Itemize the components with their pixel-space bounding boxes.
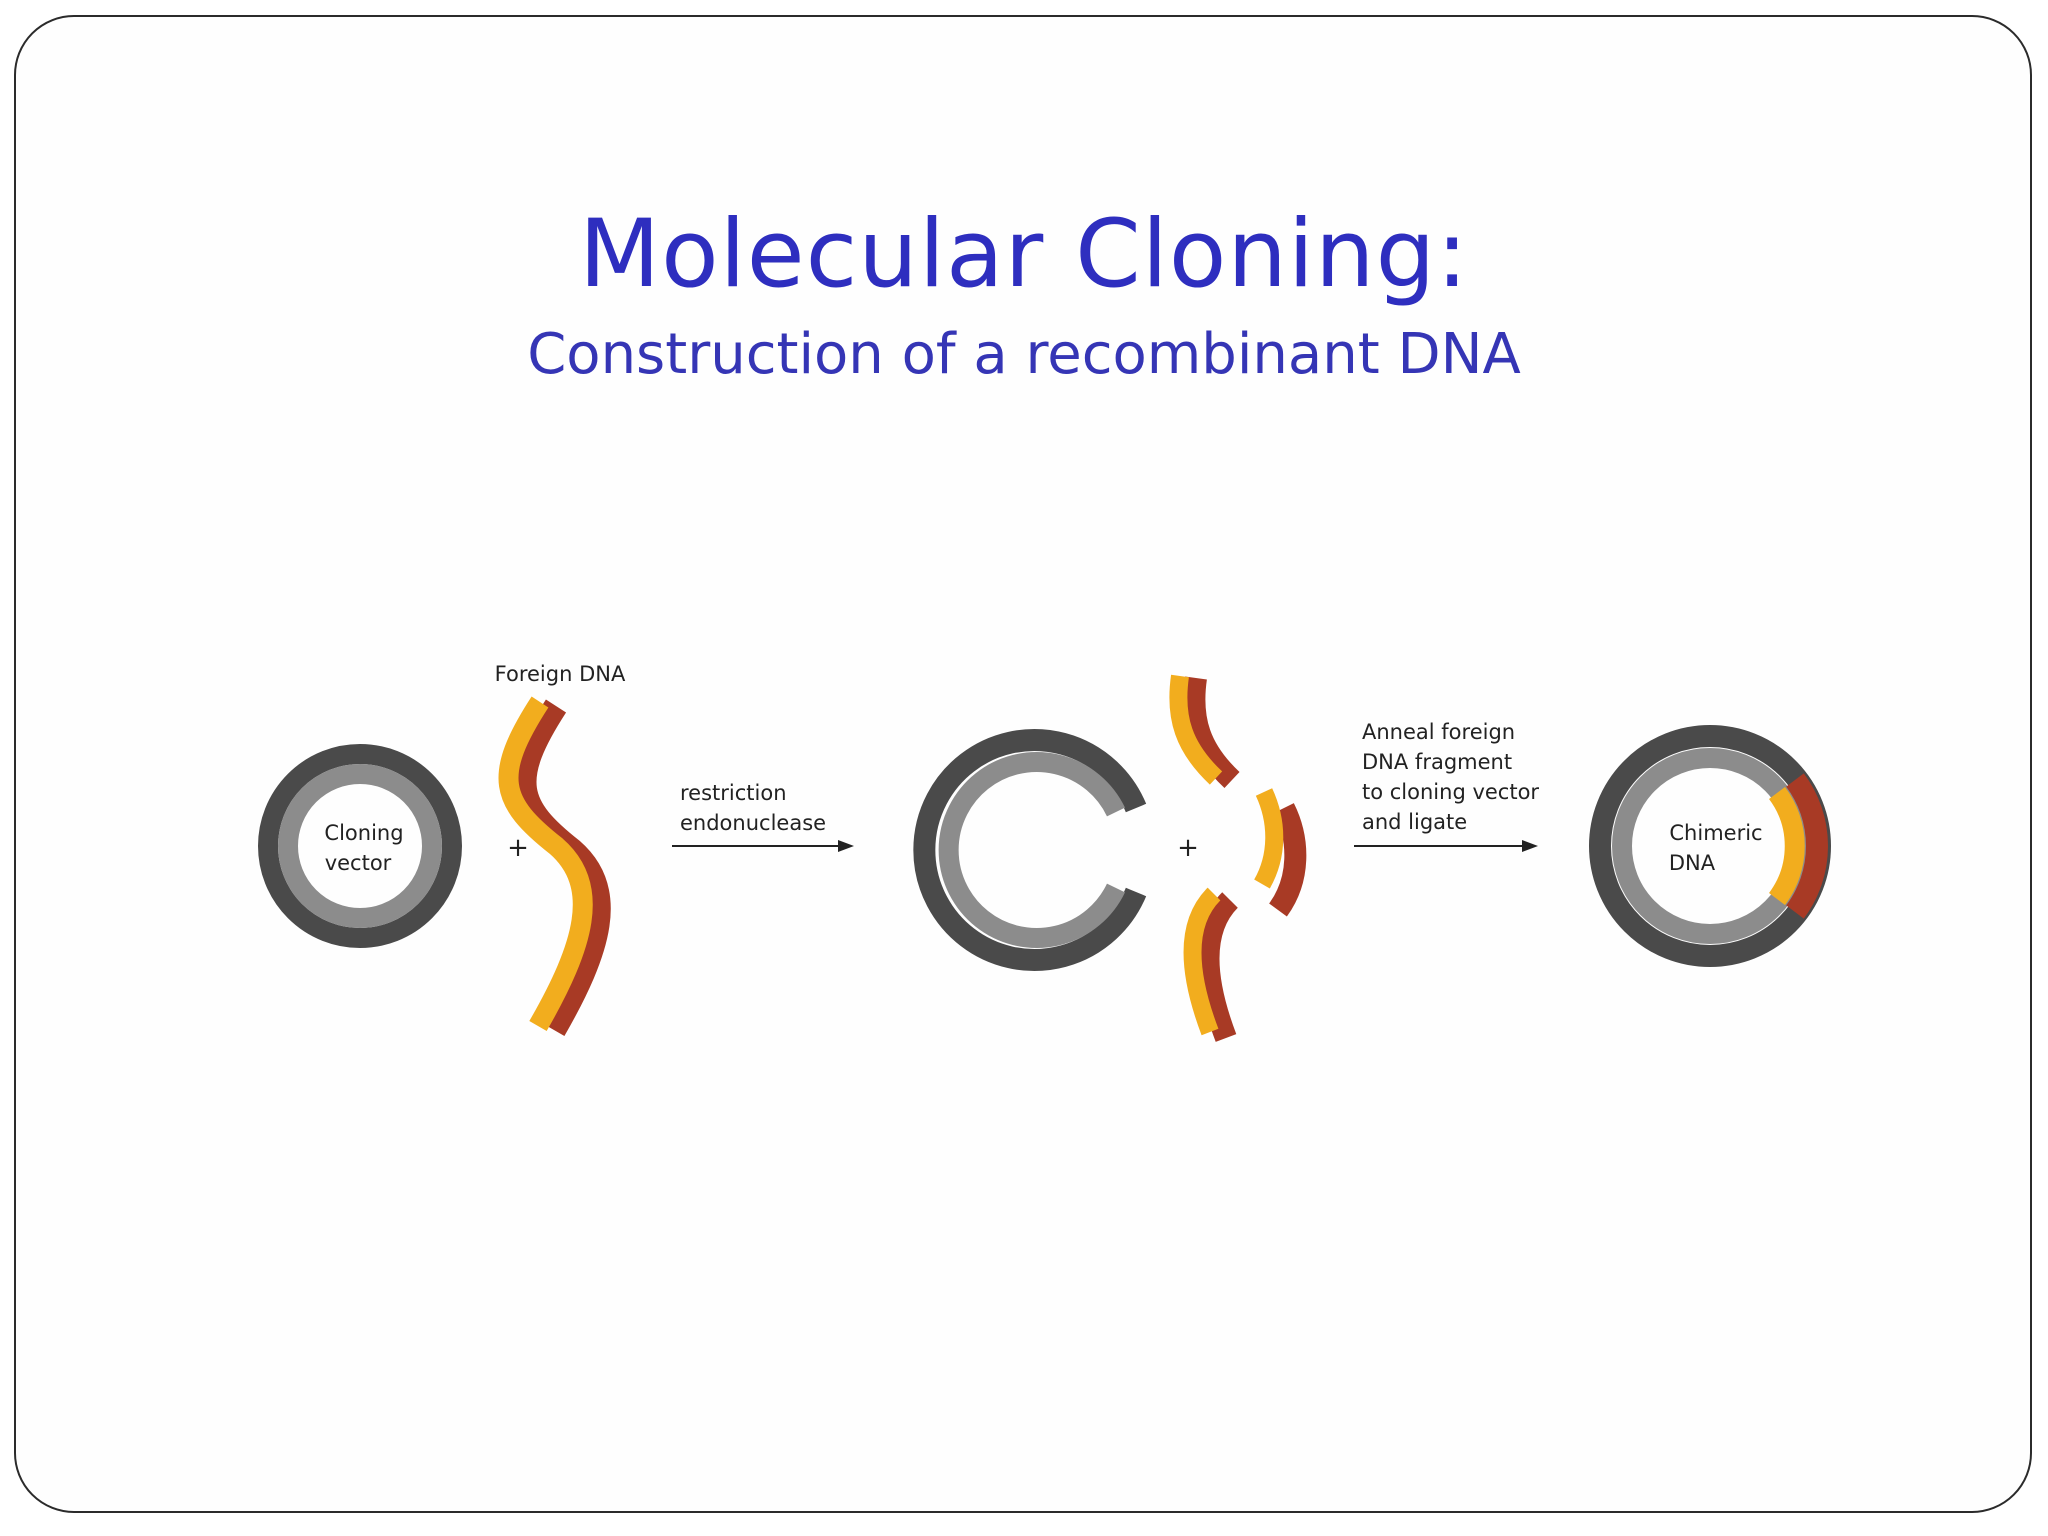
plus-sign-2: + [1177, 833, 1199, 863]
foreign-dna-label: Foreign DNA [495, 662, 626, 686]
dna-fragment-bottom [1183, 887, 1239, 1042]
restriction-label-line2: endonuclease [680, 811, 826, 835]
cut-vector-plasmid [913, 729, 1147, 971]
anneal-label-line3: to cloning vector [1362, 780, 1539, 804]
anneal-label-line2: DNA fragment [1362, 750, 1512, 774]
cloning-vector-label-line1: Cloning [324, 821, 403, 845]
anneal-label-line4: and ligate [1362, 810, 1467, 834]
dna-fragment-top [1169, 674, 1240, 789]
chimeric-label-line2: DNA [1669, 851, 1716, 875]
plus-sign-1: + [507, 833, 529, 863]
restriction-label-line1: restriction [680, 781, 787, 805]
anneal-arrow [1354, 840, 1538, 852]
dna-fragment-middle [1254, 788, 1307, 917]
slide-title: Molecular Cloning: [579, 200, 1469, 309]
restriction-arrow [672, 840, 854, 852]
foreign-dna-strand [498, 696, 611, 1036]
chimeric-label-line1: Chimeric [1669, 821, 1762, 845]
anneal-label-line1: Anneal foreign [1362, 720, 1515, 744]
cloning-vector-plasmid [258, 744, 462, 948]
slide-subtitle: Construction of a recombinant DNA [527, 322, 1521, 387]
chimeric-dna-plasmid [1589, 725, 1831, 967]
cloning-vector-label-line2: vector [325, 851, 392, 875]
